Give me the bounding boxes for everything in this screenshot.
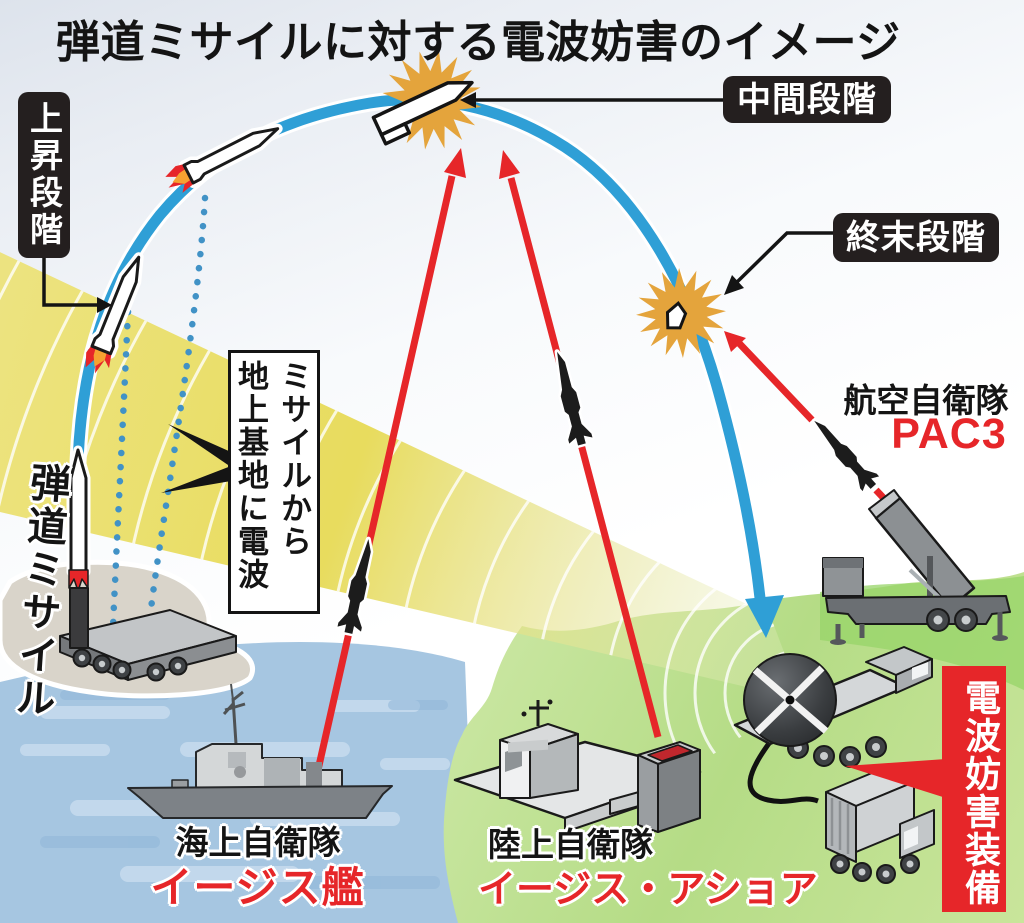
interceptor-missile-icons	[335, 349, 882, 637]
aegis-ashore-label: イージス・アショア	[478, 869, 818, 911]
aegis-ashore-illustration	[453, 699, 702, 833]
ground-sdf-label: 陸上自衛隊	[488, 826, 653, 863]
aegis-ship-illustration	[127, 683, 393, 819]
aegis-ship-label: イージス艦	[150, 864, 365, 911]
radio-callout-line2: 地上基地に電波	[233, 360, 268, 591]
callout-tails	[161, 424, 231, 493]
jamming-equipment-label: 電波妨害装備	[942, 666, 1006, 912]
connector-midcourse	[460, 92, 737, 108]
pac3-label: PAC3	[891, 410, 1007, 458]
phase-label-terminal: 終末段階	[833, 213, 999, 262]
phase-label-midcourse: 中間段階	[723, 76, 891, 123]
radio-callout-line1: ミサイルから	[276, 360, 311, 558]
intercept-arrow-ashore	[499, 150, 662, 738]
equip-box-tail	[845, 759, 946, 798]
pac3-launcher-illustration	[822, 489, 1011, 645]
radio-feedback-dots	[109, 194, 209, 642]
debris-icon	[665, 300, 688, 330]
connector-boost	[42, 256, 112, 313]
ascending-missile-upper-icon	[165, 123, 283, 193]
tumbling-warhead-icon	[371, 80, 474, 146]
connector-terminal	[724, 231, 835, 295]
ascending-missile-boost-icon	[85, 252, 144, 374]
phase-label-boost: 上昇段階	[18, 92, 70, 258]
ballistic-missile-launcher	[59, 445, 237, 682]
trajectory-end-arrow	[745, 595, 784, 638]
page-title: 弾道ミサイルに対する電波妨害のイメージ	[56, 18, 901, 67]
air-sdf-label: 航空自衛隊	[843, 382, 1009, 419]
maritime-sdf-label: 海上自衛隊	[175, 824, 341, 861]
radio-callout-box: ミサイルから 地上基地に電波	[228, 350, 320, 614]
intercept-arrow-ship	[314, 148, 466, 771]
